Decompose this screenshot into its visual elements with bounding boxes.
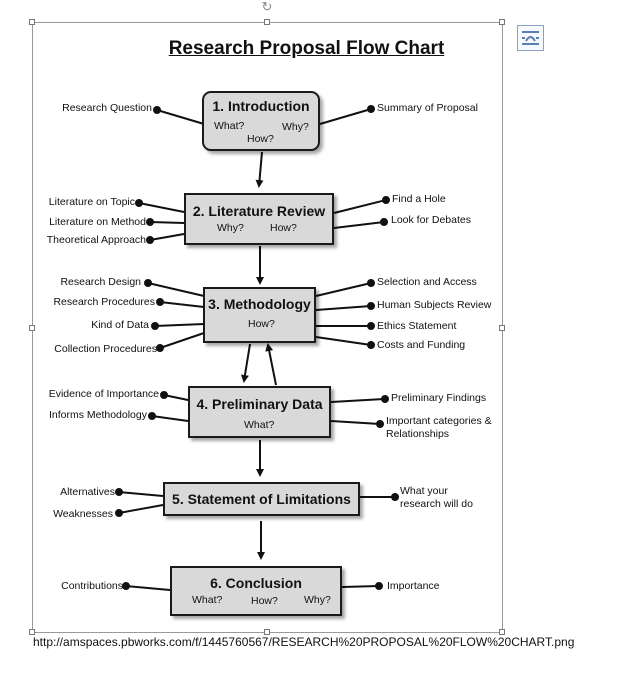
label-contributions: Contributions <box>61 580 123 592</box>
label-what-your: What your <box>400 485 448 497</box>
node-introduction: 1. Introduction What? Why? How? <box>202 91 320 151</box>
node-title: 5. Statement of Limitations <box>172 491 351 507</box>
connector-literature-on-method <box>149 221 185 224</box>
label-research-design: Research Design <box>60 276 141 288</box>
connector-research-question <box>156 109 205 125</box>
connector-preliminary-findings <box>330 398 386 403</box>
label-literature-on-topic: Literature on Topic <box>48 196 135 208</box>
resize-handle-bottom-center[interactable] <box>264 629 270 635</box>
label-look-for-debates: Look for Debates <box>391 214 471 226</box>
label-kind-of-data: Kind of Data <box>91 319 149 331</box>
label-collection-procedures: Collection Procedures <box>54 343 157 355</box>
resize-handle-bottom-right[interactable] <box>499 629 505 635</box>
chart-title: Research Proposal Flow Chart <box>0 38 621 60</box>
connector-look-for-debates <box>333 221 385 229</box>
label-research-will-do: research will do <box>400 498 473 510</box>
connector-costs-and-funding <box>315 336 372 346</box>
connector-find-a-hole <box>333 199 387 214</box>
node-statement-of-limitations: 5. Statement of Limitations <box>163 482 360 516</box>
label-evidence-of-importance: Evidence of Importance <box>48 388 159 400</box>
node-title: 3. Methodology <box>208 296 311 312</box>
resize-handle-bottom-left[interactable] <box>29 629 35 635</box>
node-title: 2. Literature Review <box>192 203 326 219</box>
connector-alternatives <box>118 491 164 497</box>
label-find-a-hole: Find a Hole <box>392 193 446 205</box>
node-title: 4. Preliminary Data <box>196 396 323 412</box>
node-question: How? <box>270 222 297 234</box>
node-question: Why? <box>304 594 331 606</box>
node-preliminary-data: 4. Preliminary Data What? <box>188 386 331 438</box>
connector-contributions <box>125 585 171 591</box>
resize-handle-top-center[interactable] <box>264 19 270 25</box>
label-costs-and-funding: Costs and Funding <box>377 339 466 351</box>
connector-weaknesses <box>118 504 164 514</box>
flow-arrow-1-2 <box>255 151 264 188</box>
connector-human-subjects-review <box>315 305 372 311</box>
resize-handle-middle-left[interactable] <box>29 325 35 331</box>
label-informs-methodology: Informs Methodology <box>48 409 147 421</box>
node-question: How? <box>251 595 278 607</box>
node-question: What? <box>214 120 245 132</box>
node-question: Why? <box>217 222 244 234</box>
connector-selection-and-access <box>315 282 372 297</box>
label-literature-on-method: Literature on Method <box>49 216 146 228</box>
label-research-question: Research Question <box>62 102 152 114</box>
label-importance: Importance <box>387 580 440 592</box>
connector-literature-on-topic <box>138 202 185 213</box>
node-question: Why? <box>282 121 309 133</box>
label-relationships: Relationships <box>386 428 450 440</box>
label-alternatives: Alternatives <box>60 486 115 498</box>
connector-importance <box>341 585 380 588</box>
node-title: 1. Introduction <box>212 98 310 114</box>
label-selection-and-access: Selection and Access <box>377 276 477 288</box>
node-question: How? <box>247 133 274 145</box>
connector-informs-methodology <box>151 415 189 422</box>
connector-research-procedures <box>159 301 205 308</box>
resize-handle-top-right[interactable] <box>499 19 505 25</box>
image-selection-frame[interactable] <box>29 19 505 635</box>
connector-research-design <box>147 282 205 297</box>
node-literature-review: 2. Literature Review Why? How? <box>184 193 334 245</box>
node-title: 6. Conclusion <box>210 575 302 591</box>
label-theoretical-approach: Theoretical Approach <box>46 234 146 246</box>
node-question: How? <box>248 318 275 330</box>
node-methodology: 3. Methodology How? <box>203 287 316 343</box>
layout-options-icon[interactable] <box>517 25 544 51</box>
node-question: What? <box>244 419 275 431</box>
label-important-categories: Important categories & <box>386 415 492 427</box>
connector-kind-of-data <box>154 323 205 327</box>
node-conclusion: 6. Conclusion What? How? Why? <box>170 566 342 616</box>
connector-evidence-of-importance <box>163 394 189 401</box>
label-research-procedures: Research Procedures <box>53 296 155 308</box>
rotate-handle-icon[interactable]: ↻ <box>261 0 273 14</box>
resize-handle-top-left[interactable] <box>29 19 35 25</box>
connector-important-categories <box>330 420 381 425</box>
node-question: What? <box>192 594 223 606</box>
label-preliminary-findings: Preliminary Findings <box>391 392 487 404</box>
flow-arrow-3-4 <box>241 343 251 383</box>
chart-title-text: Research Proposal Flow Chart <box>168 38 445 59</box>
resize-handle-middle-right[interactable] <box>499 325 505 331</box>
flow-arrow-4-3 <box>265 343 277 386</box>
label-weaknesses: Weaknesses <box>53 508 113 520</box>
label-human-subjects-review: Human Subjects Review <box>377 299 492 311</box>
connector-summary-of-proposal <box>319 108 372 125</box>
label-ethics-statement: Ethics Statement <box>377 320 457 332</box>
label-summary-of-proposal: Summary of Proposal <box>377 102 478 114</box>
connector-collection-procedures <box>159 332 205 349</box>
source-url: http://amspaces.pbworks.com/f/1445760567… <box>33 635 575 649</box>
connector-theoretical-approach <box>149 233 185 241</box>
